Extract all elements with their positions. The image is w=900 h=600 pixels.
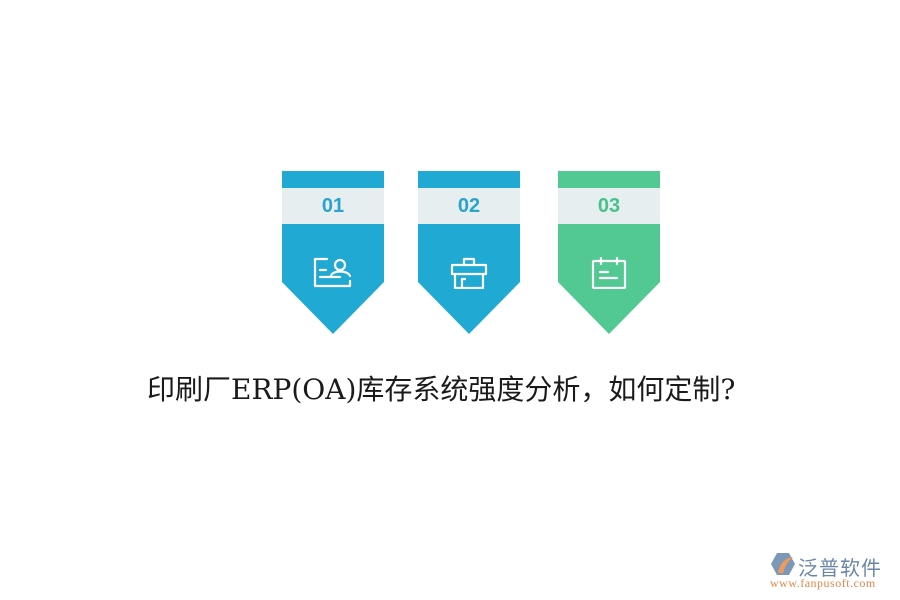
id-card-icon [313, 257, 352, 288]
brand-logo[interactable]: 泛普软件 www.fanpusoft.com [768, 550, 896, 590]
brand-name: 泛普软件 [798, 556, 882, 580]
step-badge-2: 02 [418, 171, 520, 334]
page-title: 印刷厂ERP(OA)库存系统强度分析，如何定制? [147, 373, 736, 406]
step-number: 01 [321, 195, 345, 217]
step-number: 02 [457, 195, 481, 217]
calendar-icon [591, 257, 627, 289]
step-badge-1: 01 [282, 171, 384, 334]
step-number: 03 [597, 195, 621, 217]
badge-shape [418, 171, 520, 334]
brand-url[interactable]: www.fanpusoft.com [770, 576, 876, 590]
badge-shape [558, 171, 660, 334]
fanpu-logo-icon [771, 553, 795, 575]
toolbox-icon [450, 257, 488, 289]
step-badge-3: 03 [558, 171, 660, 334]
badge-shape [282, 171, 384, 334]
